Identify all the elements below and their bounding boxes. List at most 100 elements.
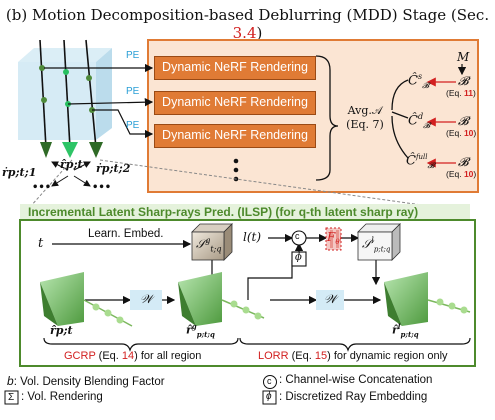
out-c-full: Ĉfull𝓑 — [406, 153, 435, 171]
pe-label-1: PE — [126, 50, 140, 61]
pe-label-2: PE — [126, 86, 140, 97]
gcrp-brace — [43, 337, 239, 352]
r-l-base: r̂ — [392, 323, 398, 337]
more-dots — [233, 158, 239, 182]
w-box-2 — [316, 290, 344, 310]
ray-label-r: r̂p;t — [60, 158, 83, 171]
title-close: ) — [256, 24, 263, 42]
s-l-sub: p;t;q — [373, 245, 391, 254]
r-g-base: r̂ — [186, 323, 192, 337]
ray-direction-arrows — [51, 161, 91, 187]
r-g-label: r̂gp;t;q — [186, 322, 215, 339]
legend-phi-sym: ϕ — [266, 391, 272, 402]
phi-symbol: ϕ — [295, 252, 302, 263]
s-l-sup: l — [371, 236, 374, 245]
eq10a-post: ) — [473, 128, 477, 138]
s-g-sup: g — [205, 236, 211, 245]
legend-b-sym: b — [7, 374, 14, 388]
out-c-full-sup: full — [415, 153, 428, 161]
ilsp-title-bar — [20, 204, 470, 220]
legend-sigma-text: : Vol. Rendering — [21, 391, 103, 403]
eq11-num: 11 — [463, 88, 473, 98]
r-l-label: r̂lp;t;q — [392, 322, 419, 339]
lorr-name: LORR — [258, 350, 289, 362]
out-c-s-sub: 𝓑 — [422, 80, 430, 90]
w-label-2: 𝒲 — [324, 292, 337, 306]
out-c-full-base: Ĉ — [406, 153, 416, 169]
cube-s-g — [191, 223, 233, 261]
gcrp-name: GCRP — [64, 350, 96, 362]
legend-c-sym: c — [267, 376, 272, 386]
f-base: F — [327, 230, 336, 244]
cone-mid — [62, 142, 78, 158]
title-section-ref: 3.4 — [232, 24, 257, 42]
ray-label-r2: ṙp;t;2 — [96, 162, 131, 175]
ray-label-r1: ṙp;t;1 — [2, 166, 37, 179]
concat-circle — [291, 230, 307, 246]
mask-m: M — [457, 50, 470, 64]
eq11-pre: (Eq. — [446, 88, 464, 98]
loss-arrows — [426, 77, 456, 168]
lorr-num: 15 — [314, 350, 328, 362]
f-theta-label: Fθl — [327, 230, 341, 246]
gcrp-pre: (Eq. — [95, 350, 122, 362]
out-c-d-sub: 𝓑 — [423, 120, 431, 130]
w-box-1 — [130, 290, 162, 310]
avg-eq: (Eq. 7) — [346, 118, 384, 131]
eq10b-ref: (Eq. 10) — [446, 169, 476, 179]
out-c-d: Ĉd𝓑 — [408, 112, 430, 131]
ray-label-dots-right: ••• — [92, 182, 112, 193]
cone-rg — [178, 272, 265, 326]
ray-label-dots-left: ••• — [32, 182, 52, 193]
lorr-brace — [239, 337, 471, 352]
f-sub: θl — [335, 236, 342, 247]
r-g-sub: p;t;q — [196, 329, 215, 339]
s-l-label: 𝒮lp;t;q — [362, 236, 390, 253]
r-g-sup: g — [191, 322, 197, 331]
gcrp-post: ) for all region — [134, 350, 202, 362]
ilsp-title: Incremental Latent Sharp-rays Pred. (ILS… — [28, 205, 419, 219]
s-g-sub: t;q — [210, 244, 222, 254]
ilsp-t: t — [38, 236, 44, 251]
nerf-box-3: Dynamic NeRF Rendering — [154, 124, 316, 148]
r-l-sub: p;t;q — [400, 329, 419, 339]
out-c-s: Ĉs𝓑 — [408, 72, 429, 91]
out-c-s-base: Ĉ — [408, 73, 418, 89]
f-sub-l: l — [339, 236, 342, 244]
legend-sigma-sym: Σ — [8, 392, 15, 403]
lorr-post: ) for dynamic region only — [327, 350, 448, 362]
zoom-line-left — [29, 159, 73, 208]
out-c-d-sup: d — [417, 112, 424, 121]
w-label-1: 𝒲 — [140, 292, 153, 306]
nerf-brace — [315, 55, 339, 181]
legend-c-text: : Channel-wise Concatenation — [279, 374, 433, 386]
figure-title: (b) Motion Decomposition-based Deblurrin… — [0, 6, 495, 42]
r-pt-label: r̂p;t — [50, 324, 73, 337]
concat-symbol: c — [295, 231, 300, 241]
s-g-base: 𝒮 — [196, 237, 206, 251]
avg-label: Avg.𝒜 — [347, 104, 383, 117]
eq11-ref: (Eq. 11) — [446, 88, 476, 98]
gcrp-caption: GCRP (Eq. 14) for all region — [64, 350, 201, 362]
pe-arrows — [44, 63, 154, 139]
blur-b-1: 𝓑 — [458, 74, 469, 88]
eq11-post: ) — [472, 88, 476, 98]
eq10a-ref: (Eq. 10) — [446, 128, 476, 138]
f-sub-theta: θ — [335, 238, 340, 247]
l-t-label: l(t) — [243, 230, 262, 244]
nerf-box-2: Dynamic NeRF Rendering — [154, 91, 316, 115]
phi-box — [291, 251, 307, 267]
pe-label-3: PE — [126, 120, 140, 131]
legend-phi-box — [262, 390, 277, 405]
blur-b-3: 𝓑 — [458, 155, 469, 169]
f-theta-network — [325, 227, 342, 251]
eq10a-pre: (Eq. — [446, 128, 464, 138]
rays — [39, 39, 97, 149]
eq10a-num: 10 — [463, 128, 474, 138]
avg-block: Avg.𝒜 (Eq. 7) — [338, 104, 392, 131]
gcrp-num: 14 — [121, 350, 135, 362]
eq10b-num: 10 — [463, 169, 474, 179]
cone-right — [89, 142, 103, 158]
cone-left — [40, 142, 52, 158]
legend-concat-circle — [263, 375, 277, 389]
